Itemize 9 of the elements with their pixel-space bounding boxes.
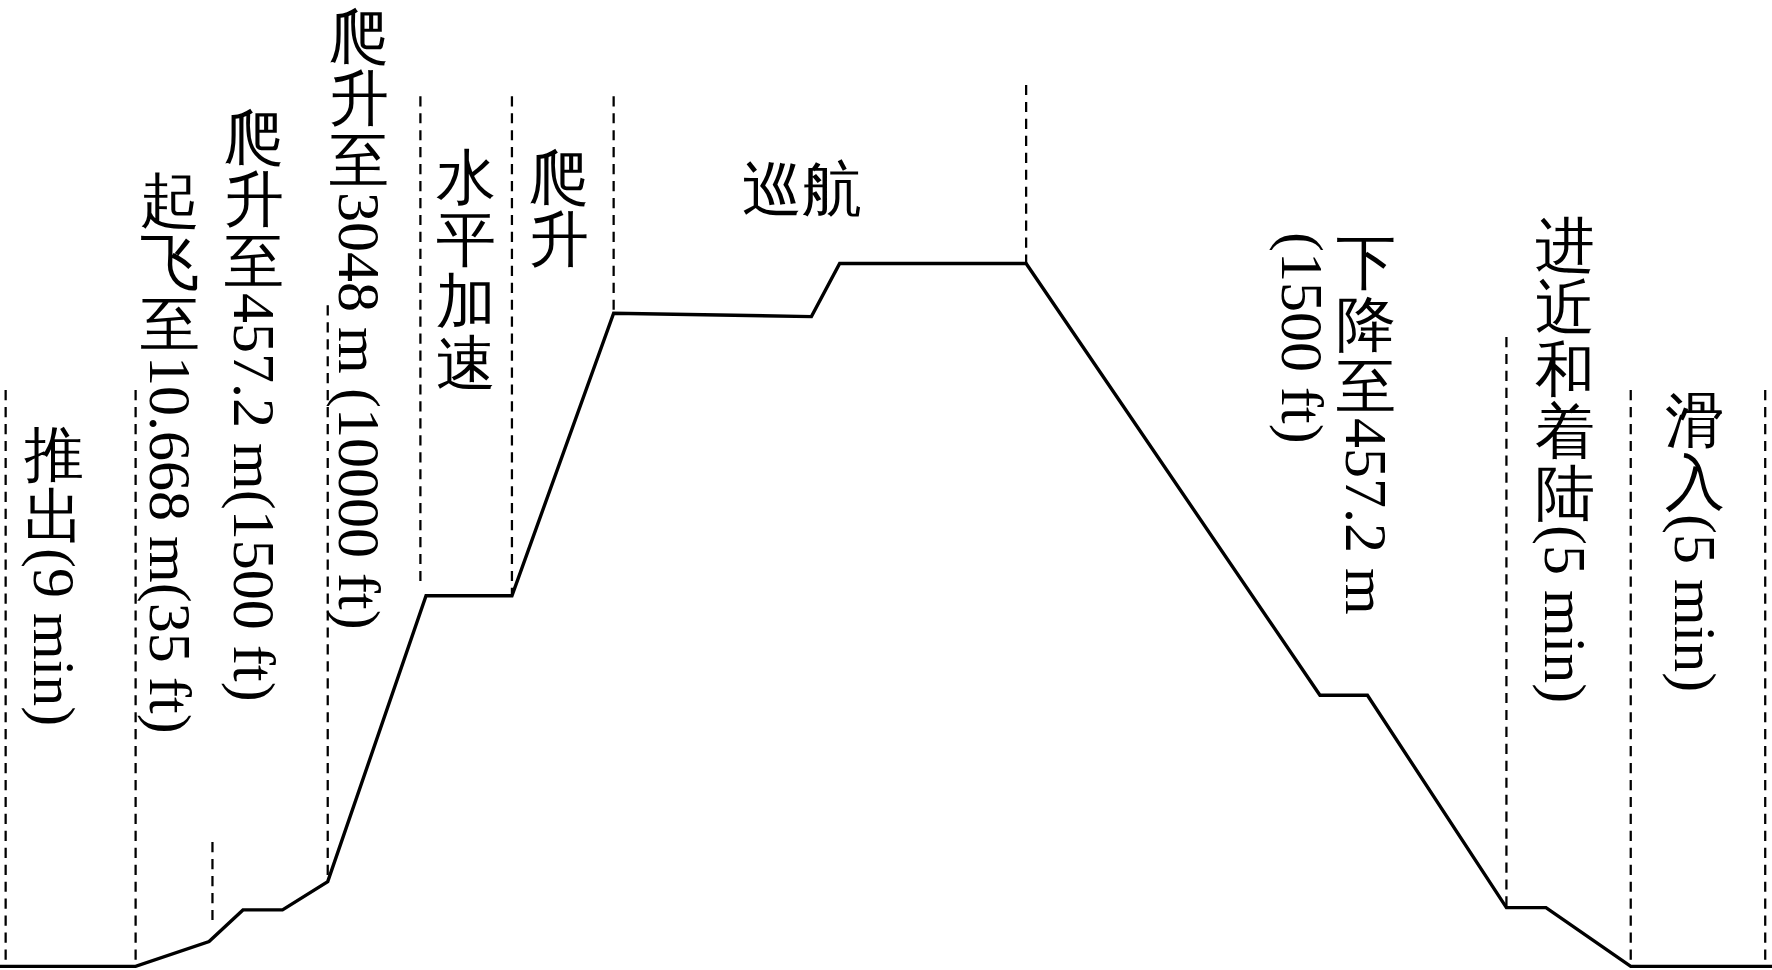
phase-label: 滑入(5 min)	[1663, 389, 1728, 693]
phase-label: 推出(9 min)	[22, 423, 87, 727]
phase-label: 爬升至3048 m (10000 ft)	[327, 5, 392, 630]
phase-label: 爬升至457.2 m(1500 ft)	[222, 107, 287, 702]
phase-label: 爬升	[529, 146, 590, 271]
phase-label: 进近和着陆(5 min)	[1533, 214, 1598, 704]
phase-label: 起飞至10.668 m(35 ft)	[137, 169, 202, 734]
phase-label: 巡航	[742, 158, 863, 223]
phase-label: 水平加速	[435, 146, 496, 395]
